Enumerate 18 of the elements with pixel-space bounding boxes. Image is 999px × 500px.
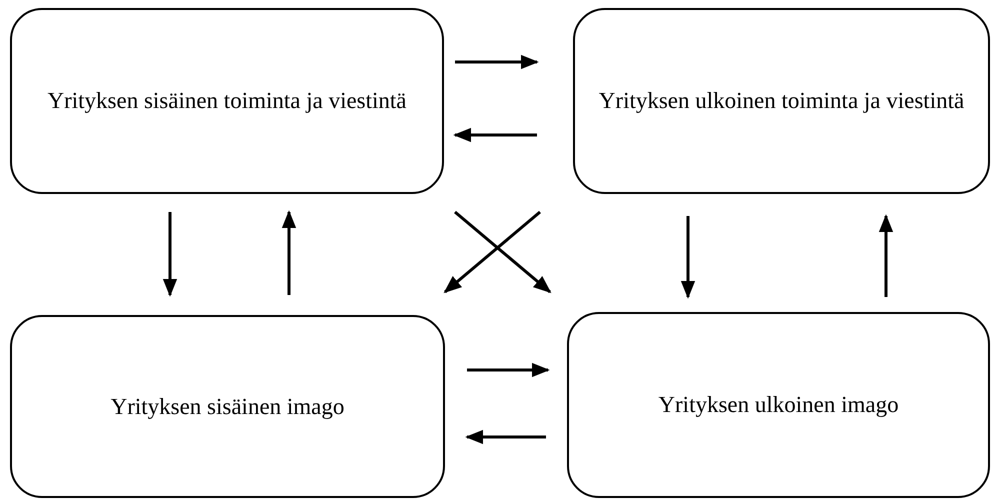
box-label: Yrityksen ulkoinen toiminta ja viestintä (598, 87, 966, 115)
arrow (467, 362, 550, 378)
rounded-box (567, 312, 990, 498)
arrow (282, 210, 296, 295)
arrow (454, 210, 552, 294)
arrow (162, 212, 178, 297)
rounded-box (10, 315, 445, 498)
box-label: Yrityksen ulkoinen imago (657, 391, 900, 419)
rounded-box (10, 8, 444, 194)
box-label: Yrityksen sisäinen imago (110, 392, 346, 421)
rounded-box (573, 8, 990, 194)
arrow (455, 54, 539, 70)
box-label: Yrityksen sisäinen toiminta ja viestintä (46, 87, 408, 115)
arrow (680, 216, 696, 299)
arrow (444, 210, 541, 294)
arrow (465, 430, 546, 444)
arrow (453, 128, 537, 142)
arrow (878, 214, 894, 297)
